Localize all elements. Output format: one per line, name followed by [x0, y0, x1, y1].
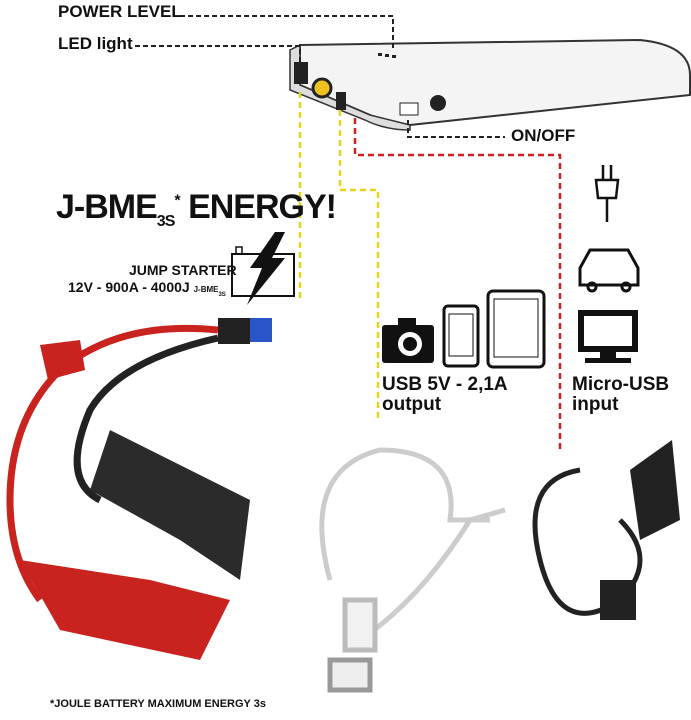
micro-usb-port-icon	[399, 102, 419, 116]
camera-icon	[382, 318, 434, 363]
on-off-label: ON/OFF	[511, 126, 576, 145]
jump-specs-small: J-BME	[193, 285, 219, 294]
usb-multi-cable	[319, 447, 506, 693]
micro-usb-line2: input	[572, 394, 619, 415]
title-tail: ENERGY!	[188, 188, 337, 226]
usb-output-line2: output	[382, 394, 442, 415]
power-bank	[289, 38, 691, 131]
phone-icon	[442, 304, 480, 368]
jump-starter-label: JUMP STARTER	[129, 262, 237, 278]
jump-specs-small-sub: 3S	[218, 291, 226, 298]
led-light-icon	[294, 62, 308, 84]
power-level-label: POWER LEVEL	[58, 2, 182, 21]
led-light-label: LED light	[58, 34, 133, 53]
title-sub: 3S	[156, 212, 176, 230]
usb-output-label: USB 5V - 2,1A output	[382, 375, 508, 415]
product-title: J-BME3S * ENERGY!	[56, 188, 337, 231]
title-star: *	[174, 192, 180, 210]
jump-specs: 12V - 900A - 4000J J-BME3S	[68, 279, 226, 298]
car-icon	[578, 248, 640, 293]
jump-port-icon	[311, 77, 333, 99]
battery-lightning-icon	[231, 232, 295, 305]
jump-clamps-cable	[6, 318, 272, 660]
title-main: J-BME	[56, 188, 158, 226]
car-charger-cable	[532, 440, 680, 620]
jump-specs-text: 12V - 900A - 4000J	[68, 279, 190, 295]
tablet-icon	[486, 289, 546, 369]
usb-output-line1: USB 5V - 2,1A	[382, 374, 508, 395]
wall-charger-icon	[594, 165, 620, 222]
power-button-icon[interactable]	[430, 95, 446, 111]
footnote: *JOULE BATTERY MAXIMUM ENERGY 3s	[50, 698, 266, 710]
usb-port-icon	[336, 92, 346, 110]
computer-icon	[578, 310, 638, 363]
micro-usb-line1: Micro-USB	[572, 374, 670, 395]
micro-usb-label: Micro-USB input	[572, 375, 669, 415]
